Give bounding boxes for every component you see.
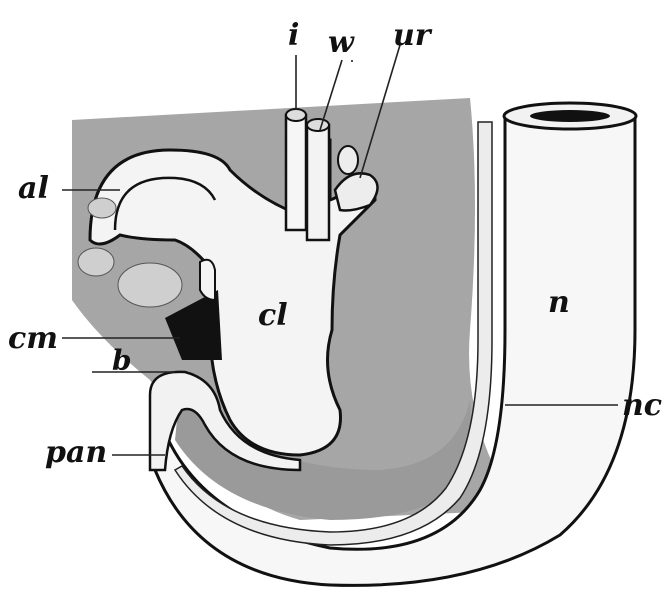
label-nc: nc [622,388,662,423]
label-cm: cm [8,321,58,356]
label-ur: ur [393,18,433,53]
label-b: b [112,344,132,377]
wolffian-duct-knob [338,146,358,174]
wolffian-duct-tube [307,119,329,240]
label-i: i [288,18,299,53]
label-al: al [18,171,49,206]
label-n: n [548,285,570,320]
label-w: w [328,25,355,60]
intestine-tube [286,109,306,230]
label-pan: pan [45,435,107,470]
label-cl: cl [258,298,288,333]
